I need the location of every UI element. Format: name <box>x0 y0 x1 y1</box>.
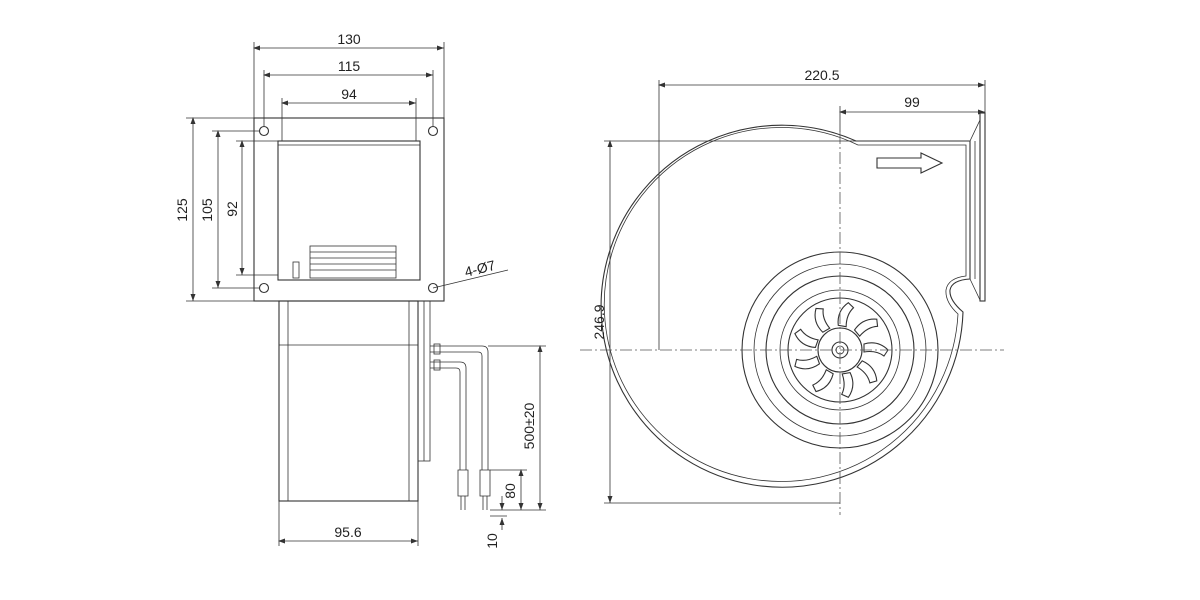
dim-cable-length: 500±20 <box>521 402 537 449</box>
outlet-flange <box>979 112 986 302</box>
impeller-blade <box>863 342 889 357</box>
impeller-blade <box>856 360 878 384</box>
dim-outlet-width: 94 <box>341 86 357 102</box>
dim-outlet-offset: 99 <box>904 94 920 110</box>
dim-outlet-height: 92 <box>224 201 240 217</box>
impeller-blade <box>814 307 831 333</box>
impeller-blade <box>794 328 819 349</box>
motor-louvres <box>292 245 397 279</box>
dim-hole-spacing-y: 105 <box>199 198 215 222</box>
dim-hole-spacing-x: 115 <box>338 58 361 74</box>
impeller <box>794 302 889 398</box>
outlet-opening <box>277 140 421 281</box>
impeller-blade <box>794 355 821 370</box>
mounting-hole <box>427 125 439 137</box>
mounting-hole <box>427 282 439 294</box>
flange-plate <box>253 117 445 302</box>
housing-body <box>278 300 419 502</box>
dim-flange-height: 125 <box>174 198 190 222</box>
impeller-blade <box>812 368 834 393</box>
cable-bundle <box>430 343 491 510</box>
mounting-hole <box>258 282 270 294</box>
impeller-blade <box>837 302 855 328</box>
mounting-hole <box>258 125 270 137</box>
impeller-blade <box>840 371 854 398</box>
dim-flange-width: 130 <box>337 31 361 47</box>
dim-overall-width: 220.5 <box>804 67 839 83</box>
dim-holes-label: 4-Ø7 <box>463 257 497 280</box>
scroll-housing <box>600 124 971 488</box>
dim-strip-length: 80 <box>502 483 518 499</box>
dim-terminal-length: 10 <box>484 533 500 549</box>
dim-body-depth: 95.6 <box>334 524 361 540</box>
side-view: 220.5 99 246.9 <box>580 67 1004 515</box>
front-view: 130 115 94 125 105 92 4-Ø7 95.6 <box>174 31 546 549</box>
dim-overall-height: 246.9 <box>591 304 607 339</box>
airflow-arrow-icon <box>876 152 944 174</box>
impeller-blade <box>853 318 879 337</box>
